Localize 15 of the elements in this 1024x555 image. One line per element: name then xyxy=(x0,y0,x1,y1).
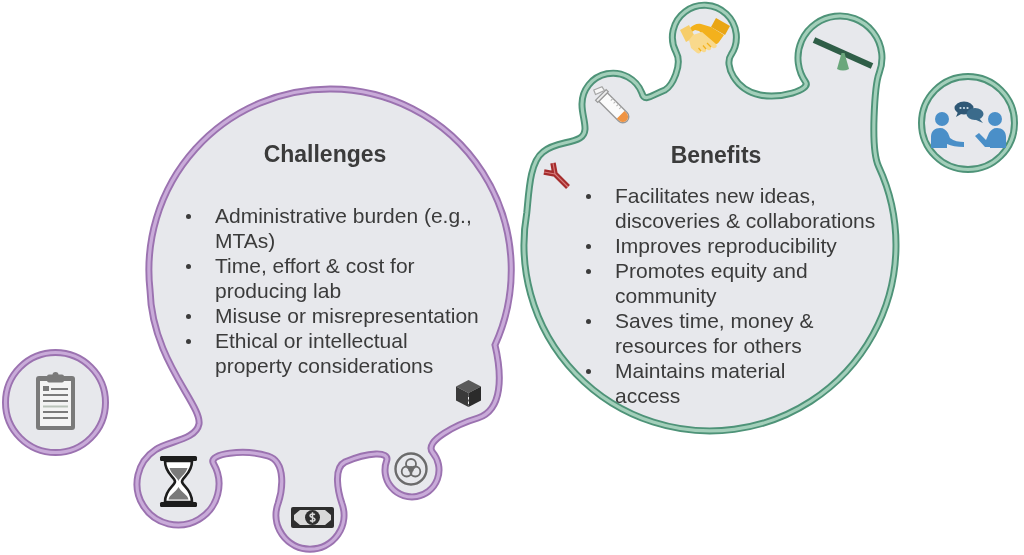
lobed-bubble xyxy=(520,0,900,436)
section-heading: Benefits xyxy=(670,142,762,169)
bullet-point: Maintains material access xyxy=(615,357,787,408)
bullet-point: Ethical or intellectual property considerations xyxy=(215,327,435,378)
bullet-point: Administrative burden (e.g., MTAs) xyxy=(215,202,473,253)
lobed-bubble xyxy=(133,85,516,554)
bullet-point: Misuse or misrepresentation xyxy=(215,302,479,328)
bullet-point: Time, effort & cost for producing lab xyxy=(215,252,416,303)
section-heading: Challenges xyxy=(263,141,387,168)
bullet-point: Promotes equity and community xyxy=(615,257,809,308)
bullet-point: Improves reproducibility xyxy=(615,232,837,258)
bullet-point: Saves time, money & resources for others xyxy=(615,307,815,358)
round-badge xyxy=(918,73,1018,173)
bullet-point: Facilitates new ideas, discoveries & collaborations xyxy=(615,182,877,233)
round-badge xyxy=(2,349,109,456)
